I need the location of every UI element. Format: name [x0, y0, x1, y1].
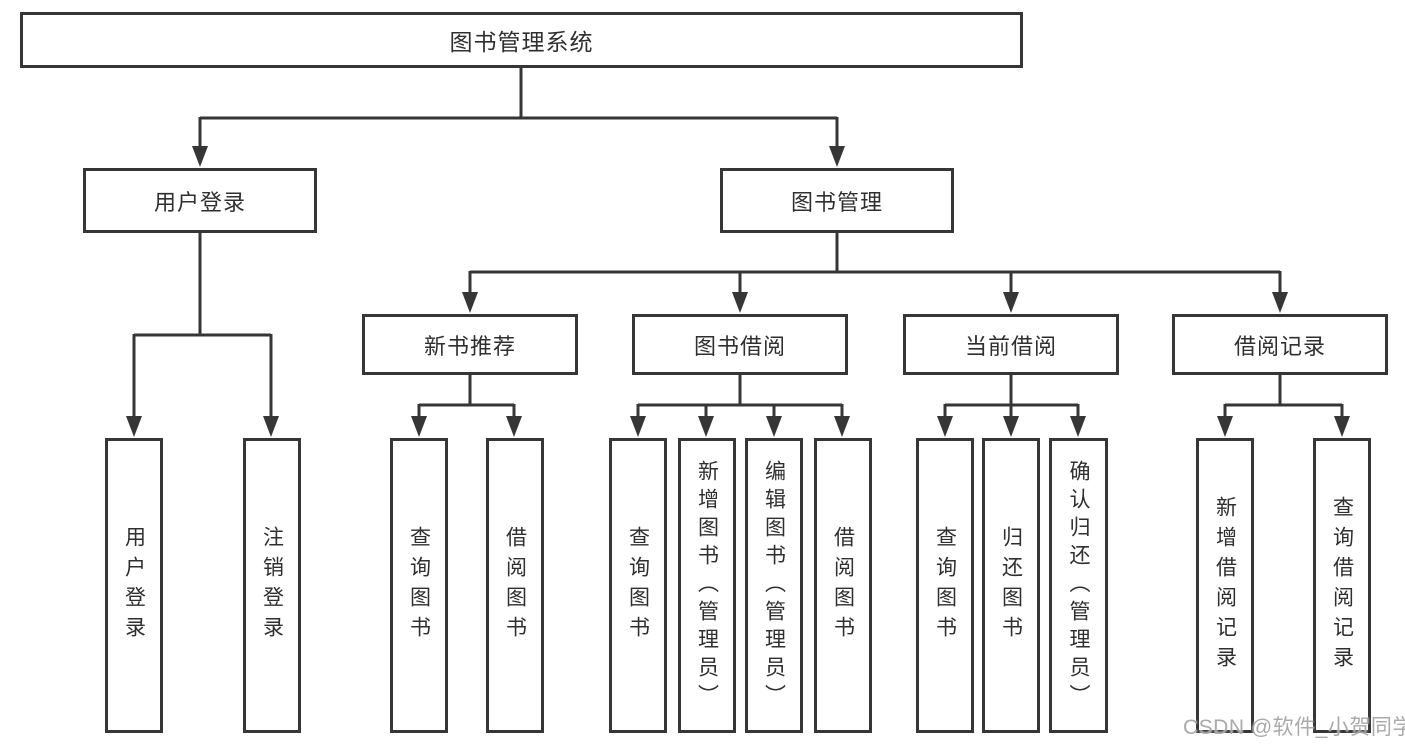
- node-book-borrowing: 图书借阅: [632, 314, 848, 375]
- node-new-book-recommendation: 新书推荐: [362, 314, 578, 375]
- leaf-user-login: 用户登录: [105, 438, 163, 733]
- node-book-management: 图书管理: [720, 168, 954, 233]
- node-borrowing-records: 借阅记录: [1172, 314, 1388, 375]
- node-label: 借阅记录: [1233, 333, 1326, 359]
- leaf-edit-books-admin: 编辑图书（管理员）: [745, 438, 803, 733]
- leaf-search-books-current: 查询图书: [916, 438, 974, 733]
- node-library-management-system: 图书管理系统: [20, 12, 1023, 68]
- node-user-login: 用户登录: [83, 168, 317, 233]
- node-label: 用户登录: [122, 525, 146, 646]
- node-label: 图书管理: [790, 189, 883, 215]
- node-label: 编辑图书（管理员）: [762, 459, 786, 712]
- leaf-borrow-books-borrowing: 借阅图书: [814, 438, 872, 733]
- node-label: 查询图书: [407, 525, 431, 646]
- leaf-add-books-admin: 新增图书（管理员）: [678, 438, 736, 733]
- node-label: 图书管理系统: [449, 29, 594, 55]
- node-label: 新书推荐: [423, 333, 516, 359]
- leaf-return-books: 归还图书: [982, 438, 1040, 733]
- node-current-borrowing: 当前借阅: [903, 314, 1119, 375]
- node-label: 当前借阅: [964, 333, 1057, 359]
- node-label: 归还图书: [999, 525, 1023, 646]
- node-label: 查询图书: [626, 525, 650, 646]
- csdn-watermark: CSDN @软件_小贺同学: [1183, 716, 1405, 739]
- node-label: 借阅图书: [503, 525, 527, 646]
- node-label: 新增图书（管理员）: [695, 459, 719, 712]
- node-label: 查询图书: [933, 525, 957, 646]
- node-label: 查询借阅记录: [1330, 495, 1354, 676]
- leaf-borrow-books-recommend: 借阅图书: [486, 438, 544, 733]
- leaf-search-books-recommend: 查询图书: [390, 438, 448, 733]
- node-label: 借阅图书: [831, 525, 855, 646]
- node-label: 用户登录: [153, 189, 246, 215]
- leaf-search-books-borrowing: 查询图书: [609, 438, 667, 733]
- node-label: 图书借阅: [693, 333, 786, 359]
- leaf-search-borrow-record: 查询借阅记录: [1313, 438, 1371, 733]
- leaf-logout: 注销登录: [243, 438, 301, 733]
- node-label: 新增借阅记录: [1213, 495, 1237, 676]
- leaf-confirm-return-admin: 确认归还（管理员）: [1049, 438, 1108, 733]
- node-label: 确认归还（管理员）: [1067, 459, 1090, 712]
- leaf-add-borrow-record: 新增借阅记录: [1196, 438, 1254, 733]
- node-label: 注销登录: [260, 525, 284, 646]
